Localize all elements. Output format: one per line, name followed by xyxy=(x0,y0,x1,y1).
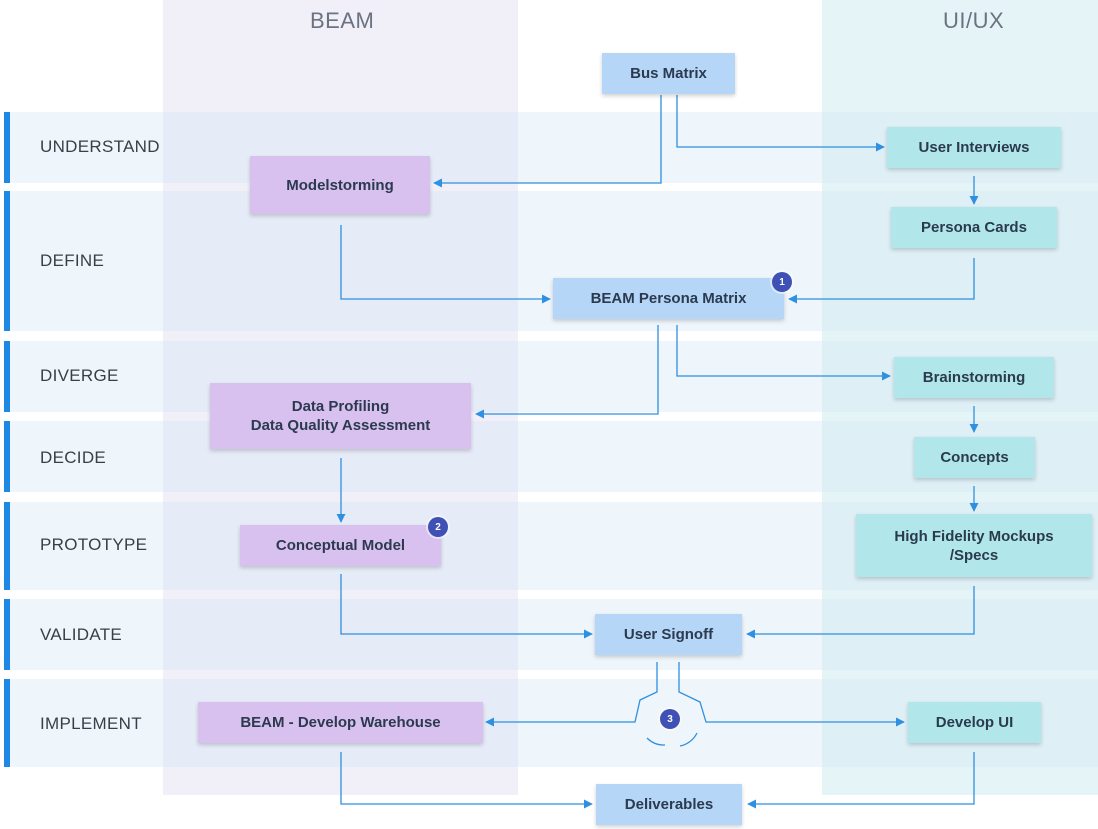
phase-label-diverge: DIVERGE xyxy=(40,366,119,385)
node-conceptual-model[interactable]: Conceptual Model xyxy=(240,525,441,566)
arrow-bus-to-interviews xyxy=(676,95,885,152)
band-accent xyxy=(4,679,10,767)
band-accent xyxy=(4,112,10,183)
node-develop-ui[interactable]: Develop UI xyxy=(908,702,1041,743)
node-deliverables-label: Deliverables xyxy=(624,796,714,813)
phase-label-prototype: PROTOTYPE xyxy=(40,535,148,554)
node-deliverables[interactable]: Deliverables xyxy=(596,784,742,825)
node-beam-persona-matrix[interactable]: BEAM Persona Matrix xyxy=(553,278,784,319)
phase-label-validate: VALIDATE xyxy=(40,625,123,644)
arrow-signoff-left-branch xyxy=(485,662,658,727)
node-user-interviews[interactable]: User Interviews xyxy=(887,127,1061,168)
phase-label-decide: DECIDE xyxy=(40,448,107,467)
step-badge-2: 2 xyxy=(428,517,448,537)
node-concepts[interactable]: Concepts xyxy=(914,437,1035,478)
node-data-profiling[interactable]: Data Profiling Data Quality Assessment xyxy=(210,383,471,449)
node-data-profiling-label-line2: Data Quality Assessment xyxy=(250,417,431,434)
beam-column-title: BEAM xyxy=(310,8,375,33)
uiux-column-title: UI/UX xyxy=(943,8,1005,33)
arrow-matrix-to-profiling xyxy=(475,325,659,419)
arrow-develop-ui-to-deliverables xyxy=(747,752,975,809)
phase-label-understand: UNDERSTAND xyxy=(40,137,160,156)
phase-label-define: DEFINE xyxy=(40,251,105,270)
node-concepts-label: Concepts xyxy=(940,449,1009,466)
band-accent xyxy=(4,599,10,670)
node-high-fidelity-mockups[interactable]: High Fidelity Mockups /Specs xyxy=(856,514,1092,577)
node-modelstorming[interactable]: Modelstorming xyxy=(250,156,430,214)
arrow-persona-to-matrix xyxy=(788,258,975,304)
step-badge-3: 3 xyxy=(660,709,680,729)
node-user-signoff-label: User Signoff xyxy=(623,626,714,643)
node-persona-cards-label: Persona Cards xyxy=(921,219,1027,236)
node-hifi-label-line2: /Specs xyxy=(949,546,999,564)
arrow-conceptual-to-signoff xyxy=(340,574,593,639)
node-conceptual-model-label: Conceptual Model xyxy=(275,537,406,554)
band-accent xyxy=(4,502,10,590)
node-persona-cards[interactable]: Persona Cards xyxy=(891,207,1057,248)
arrow-modelstorming-to-matrix xyxy=(340,225,551,304)
node-hifi-label-line1: High Fidelity Mockups xyxy=(894,527,1054,545)
arrow-bus-to-modelstorming xyxy=(433,95,662,188)
node-modelstorming-label: Modelstorming xyxy=(286,176,394,194)
node-bus-matrix[interactable]: Bus Matrix xyxy=(602,53,735,94)
cycle-arc-right xyxy=(679,732,698,747)
node-beam-develop-warehouse[interactable]: BEAM - Develop Warehouse xyxy=(198,702,483,743)
arrow-beam-develop-to-deliverables xyxy=(340,752,593,809)
arrow-hifi-to-signoff xyxy=(746,586,975,639)
phase-label-implement: IMPLEMENT xyxy=(40,714,142,733)
node-brainstorming-label: Brainstorming xyxy=(922,369,1026,386)
arrow-matrix-to-brainstorming xyxy=(676,325,891,381)
band-accent xyxy=(4,421,10,492)
node-bus-matrix-label: Bus Matrix xyxy=(630,65,707,82)
node-user-signoff[interactable]: User Signoff xyxy=(595,614,742,655)
band-accent xyxy=(4,341,10,412)
arrow-signoff-right-branch xyxy=(678,662,905,727)
node-user-interviews-label: User Interviews xyxy=(918,139,1030,156)
node-beam-develop-warehouse-label: BEAM - Develop Warehouse xyxy=(240,714,441,731)
cycle-arc-left xyxy=(646,737,666,746)
node-beam-persona-matrix-label: BEAM Persona Matrix xyxy=(590,290,747,307)
node-brainstorming[interactable]: Brainstorming xyxy=(894,357,1054,398)
node-develop-ui-label: Develop UI xyxy=(935,714,1014,731)
step-badge-1: 1 xyxy=(772,272,792,292)
band-accent xyxy=(4,191,10,331)
node-data-profiling-label-line1: Data Profiling xyxy=(291,398,390,415)
